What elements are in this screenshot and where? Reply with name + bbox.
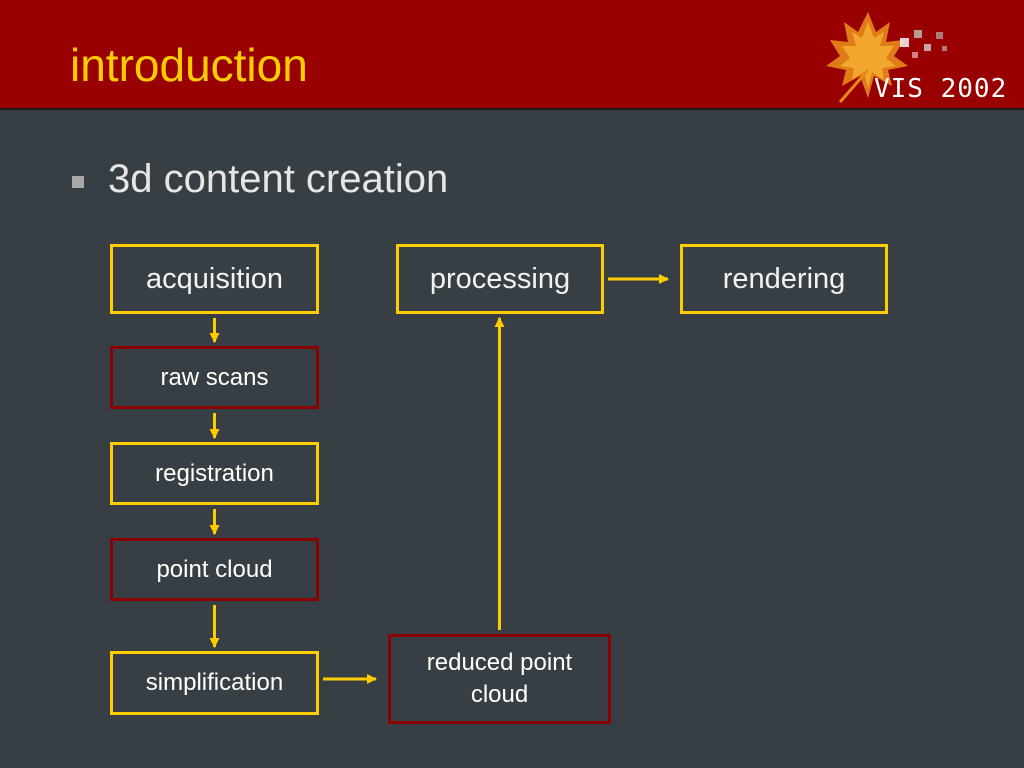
node-point-cloud: point cloud — [110, 538, 319, 601]
bullet-item: 3d content creation — [72, 155, 448, 203]
node-rendering: rendering — [680, 244, 888, 314]
node-reduced-point-cloud: reduced point cloud — [388, 634, 611, 724]
node-simplification: simplification — [110, 651, 319, 715]
maple-leaf-icon — [826, 12, 947, 103]
bullet-text: 3d content creation — [108, 157, 449, 201]
logo-text: VIS 2002 — [874, 74, 1008, 104]
node-processing: processing — [396, 244, 604, 314]
node-raw-scans: raw scans — [110, 346, 319, 409]
bullet-square-icon — [72, 176, 84, 188]
node-acquisition: acquisition — [110, 244, 319, 314]
slide-header: introduction VIS 2002 — [0, 0, 1024, 110]
node-registration: registration — [110, 442, 319, 505]
slide-title: introduction — [70, 39, 308, 91]
